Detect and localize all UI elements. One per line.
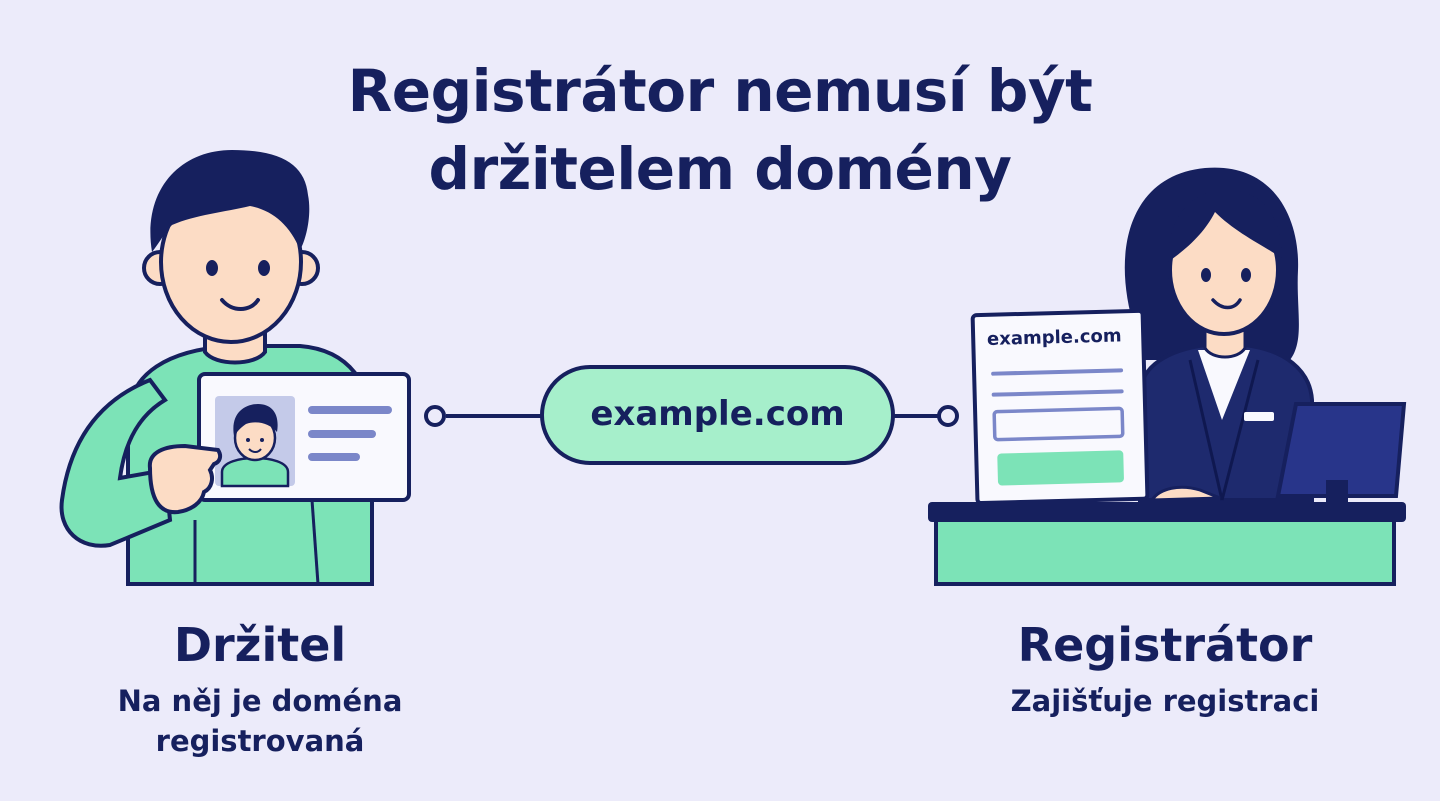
id-photo-hair <box>233 404 278 436</box>
registrar-description: Zajišťuje registraci <box>1010 684 1320 718</box>
holder-arm <box>59 377 173 548</box>
connector-dot-left <box>424 405 446 427</box>
monitor-stand <box>1326 480 1348 504</box>
holder-hair <box>150 150 310 252</box>
page-title: Registrátor nemusí být držitelem domény <box>0 52 1440 208</box>
connector-dot-right <box>937 405 959 427</box>
monitor-screen <box>1275 402 1407 498</box>
id-photo-eye-right <box>260 438 264 442</box>
registrar-badge <box>1244 412 1274 421</box>
desk <box>928 502 1406 586</box>
form-submit <box>997 450 1124 486</box>
holder-description: Na něj je doména registrovaná <box>117 684 403 758</box>
holder-eye-left <box>206 260 218 276</box>
registrar-eye-left <box>1201 268 1211 282</box>
desk-front <box>934 516 1396 586</box>
holder-eye-right <box>258 260 270 276</box>
holder-name: Držitel <box>173 618 347 672</box>
desk-top <box>928 502 1406 522</box>
domain-connector <box>424 365 959 465</box>
holder-smile <box>220 298 260 311</box>
id-photo-eye-left <box>246 438 250 442</box>
registrar-illustration <box>1124 167 1314 502</box>
registrar-shirt <box>1198 350 1250 420</box>
registration-form <box>970 308 1150 506</box>
registrar-hand <box>1149 485 1221 502</box>
registrar-lapels <box>1188 359 1260 501</box>
monitor <box>1275 402 1407 504</box>
id-photo-smile <box>248 448 262 453</box>
form-field <box>992 406 1125 442</box>
domain-pill <box>540 365 895 465</box>
holder-caption: Držitel Na něj je doména registrovaná <box>60 617 460 761</box>
holder-hand <box>147 443 223 515</box>
registrar-eye-right <box>1241 268 1251 282</box>
form-line-1 <box>991 368 1124 376</box>
holder-illustration <box>59 150 374 586</box>
registrar-smile <box>1211 298 1242 310</box>
holder-shirt-fold <box>310 499 320 585</box>
registrar-hair-fringe <box>1168 190 1282 262</box>
id-card <box>197 372 411 502</box>
form-domain-label: example.com <box>986 325 1122 350</box>
id-photo-shirt <box>220 456 290 488</box>
domain-name-label: example.com <box>590 394 845 434</box>
title-line-1: Registrátor nemusí být <box>347 57 1093 125</box>
form-line-2 <box>991 389 1124 397</box>
title-line-2: držitelem domény <box>428 135 1012 203</box>
registrar-caption: Registrátor Zajišťuje registraci <box>965 617 1365 721</box>
registrar-name: Registrátor <box>1017 618 1313 672</box>
